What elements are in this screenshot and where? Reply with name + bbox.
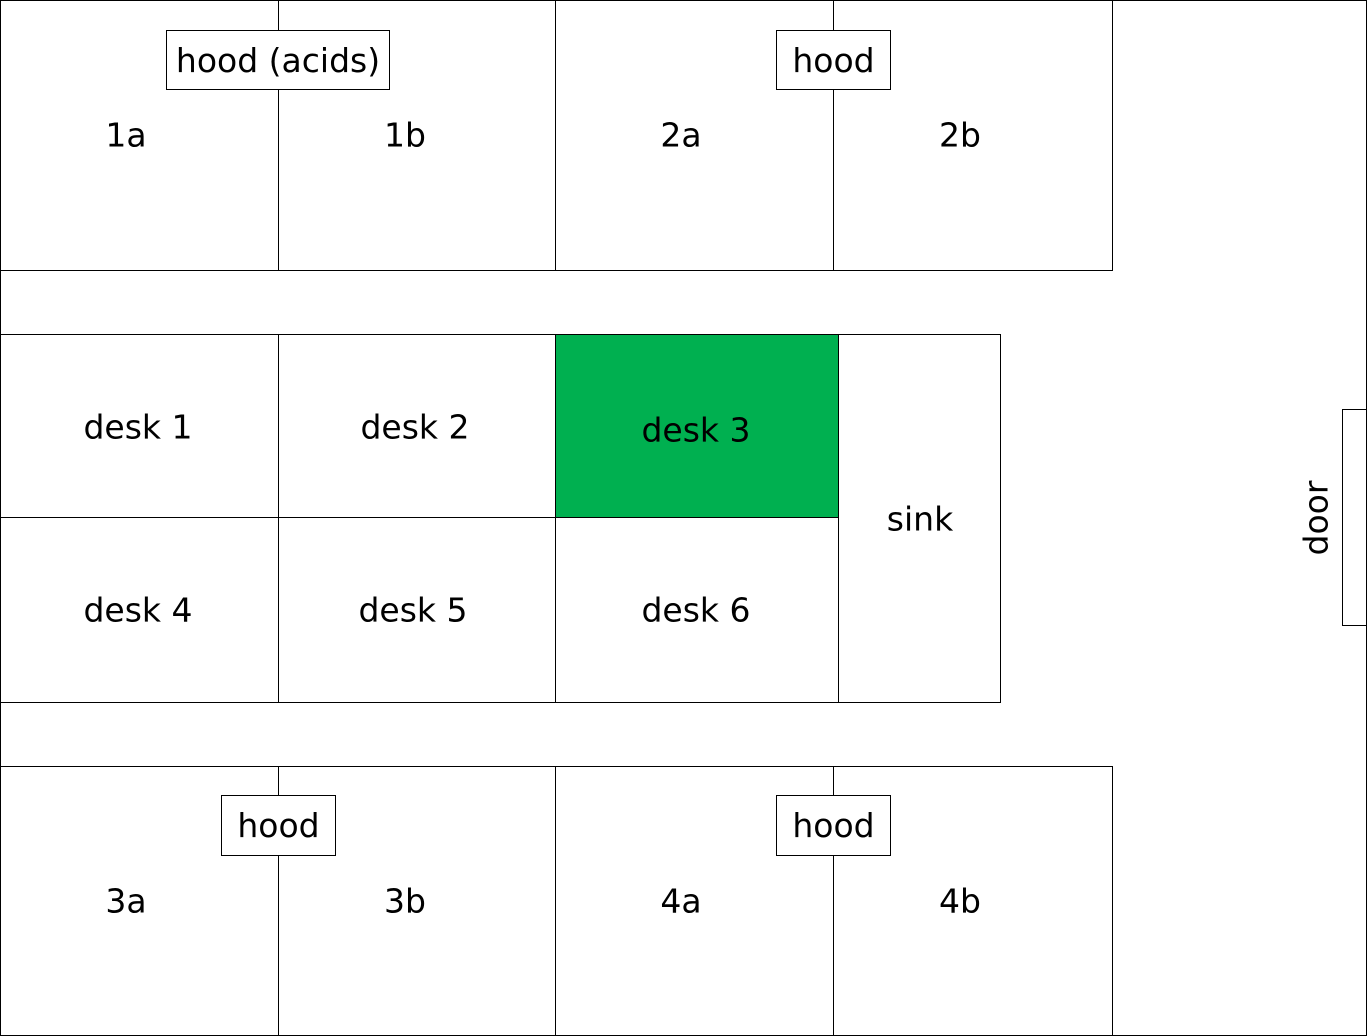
hood-acids-tag: hood (acids) [166,30,390,90]
desk-1-label: desk 1 [83,407,193,447]
bench-1b-label: 1b [384,115,426,155]
sink [838,334,1001,703]
divider-2a-2b [833,0,834,271]
desk-4-label: desk 4 [83,590,193,630]
desk-4 [0,517,280,703]
hood-top-right-tag: hood [776,30,891,90]
door [1342,409,1367,626]
bench-2a-label: 2a [660,115,702,155]
divider-1b-2a [555,0,556,271]
door-label: door [1296,480,1336,556]
desk-2 [278,334,557,519]
desk-3-label: desk 3 [641,410,751,450]
hood-bottom-left-tag: hood [221,795,336,856]
desk-1 [0,334,280,519]
desk-2-label: desk 2 [360,407,470,447]
bench-1a-label: 1a [105,115,147,155]
divider-1a-1b [278,0,279,271]
bench-2b-label: 2b [939,115,981,155]
sink-label: sink [886,499,954,539]
divider-3b-4a [555,766,556,1036]
divider-3a-3b [278,766,279,1036]
desk-6 [555,517,840,703]
bench-4b-label: 4b [939,881,981,921]
desk-6-label: desk 6 [641,590,751,630]
hood-bottom-right-tag: hood [776,795,891,856]
bench-3b-label: 3b [384,881,426,921]
divider-4a-4b [833,766,834,1036]
desk-5-label: desk 5 [358,590,468,630]
bench-3a-label: 3a [105,881,147,921]
desk-5 [278,517,557,703]
bench-4a-label: 4a [660,881,702,921]
